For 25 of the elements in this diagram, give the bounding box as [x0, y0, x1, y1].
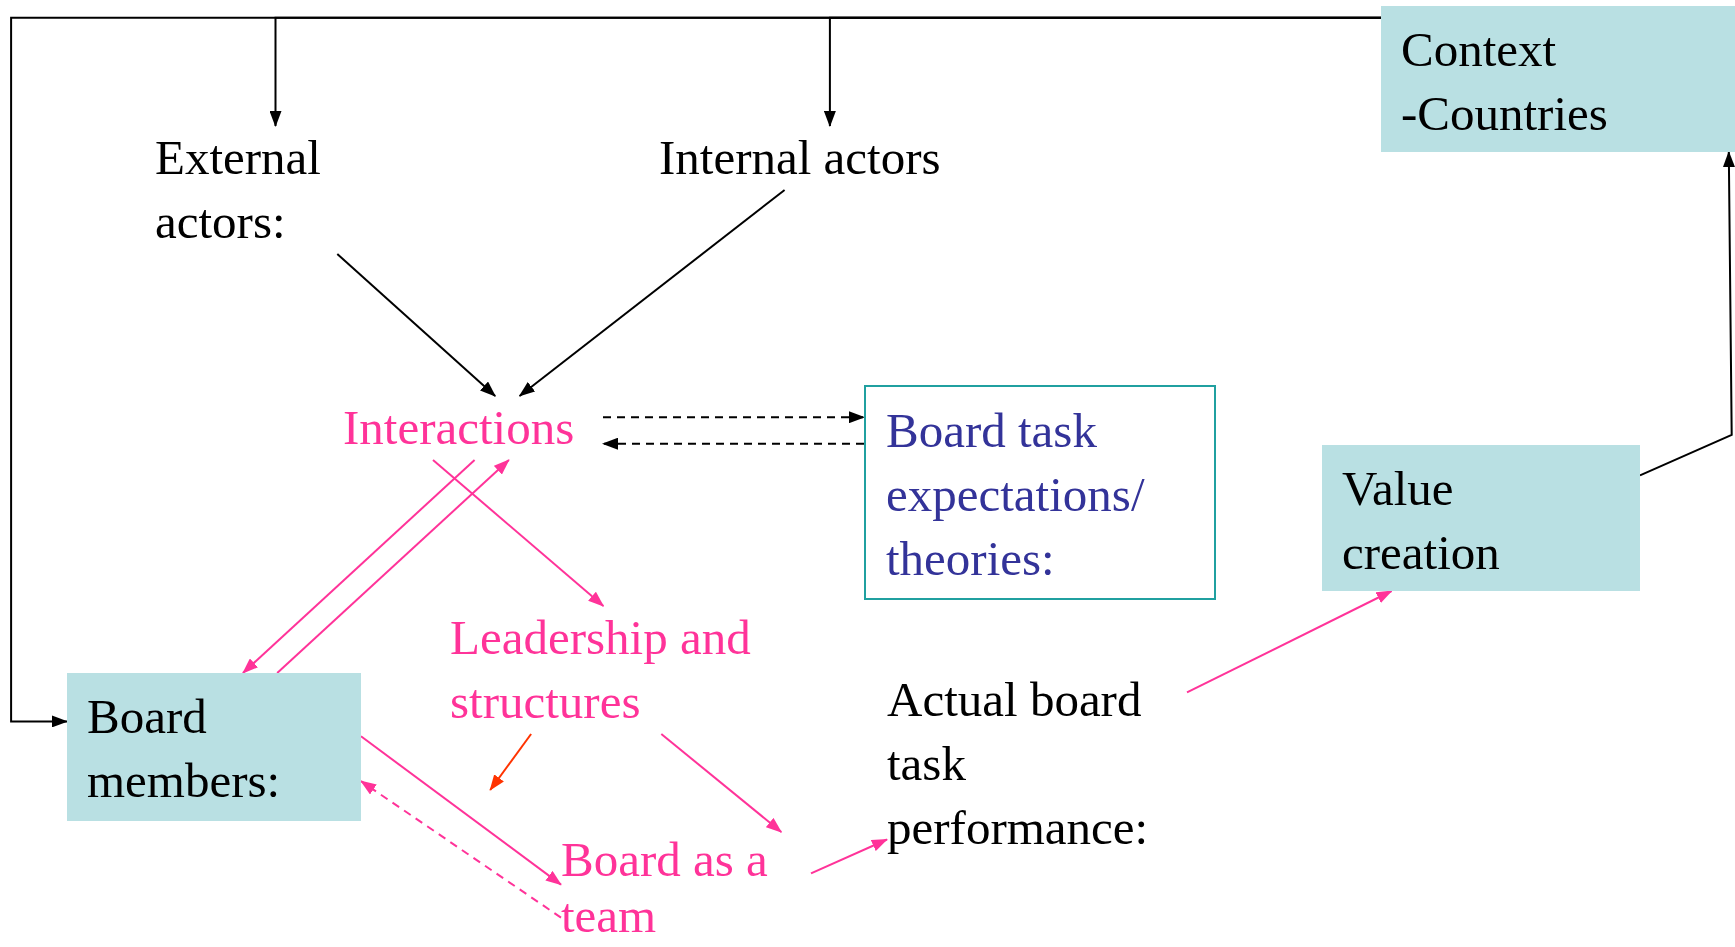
- dashed-arrow: [360, 780, 562, 919]
- arrow: [1186, 590, 1393, 694]
- arrow: [276, 459, 510, 674]
- arrow: [360, 735, 562, 886]
- arrow: [810, 838, 888, 875]
- dashed-arrow: [602, 411, 865, 424]
- concept-label: Internal actors: [659, 126, 1019, 190]
- concept-box: Board members:: [67, 673, 361, 821]
- arrow: [489, 733, 533, 791]
- concept-label: Actual board task performance:: [887, 668, 1187, 860]
- concept-label: Interactions: [343, 396, 603, 460]
- concept-box: Context -Countries: [1381, 6, 1735, 152]
- concept-frame: Board task expectations/ theories:: [864, 385, 1216, 600]
- arrow: [10, 16, 1382, 728]
- arrow: [432, 459, 605, 607]
- arrow: [660, 733, 783, 833]
- concept-label: External actors:: [155, 126, 385, 254]
- arrow: [336, 253, 497, 397]
- arrow: [1639, 151, 1735, 477]
- concept-label: Leadership and structures: [450, 606, 810, 734]
- concept-label: Board as a team: [561, 832, 811, 944]
- dashed-arrow: [602, 437, 865, 450]
- arrow: [518, 189, 786, 397]
- concept-box: Value creation: [1322, 445, 1640, 591]
- arrow: [241, 459, 476, 674]
